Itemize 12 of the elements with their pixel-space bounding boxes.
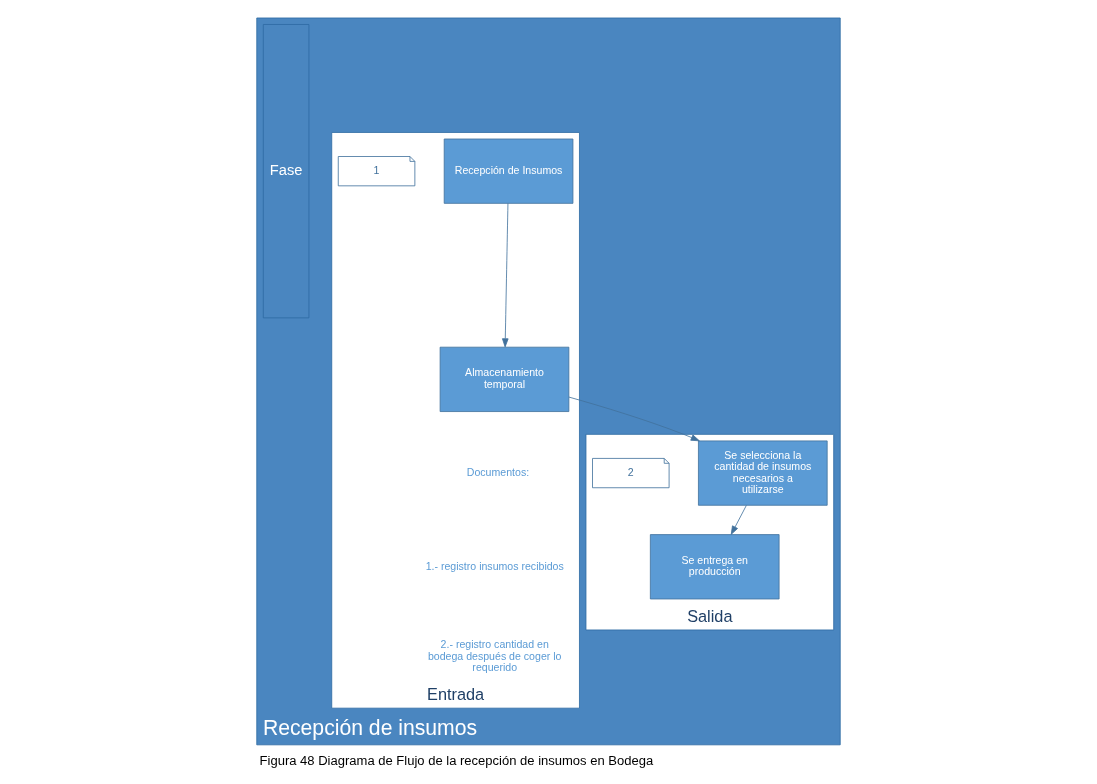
node-box: Se selecciona la cantidad de insumos necesarios a utilizarse [698,440,828,506]
label: 1.- registro insumos recibidos [425,559,564,572]
label: Documentos: [466,465,530,478]
arrow [730,504,747,535]
node-box: Almacenamiento temporal [439,346,570,412]
arrow [568,396,700,442]
node-box: Fase [262,24,310,319]
arrow [502,202,509,348]
label: 2.- registro cantidad en bodega después de coger lo requerido [427,638,562,674]
node-box: Recepción de Insumos [443,138,574,204]
caption: Figura 48 Diagrama de Flujo de la recepción de insumos en Bodega [259,753,654,769]
node-box: Se entrega en producción [649,534,780,600]
